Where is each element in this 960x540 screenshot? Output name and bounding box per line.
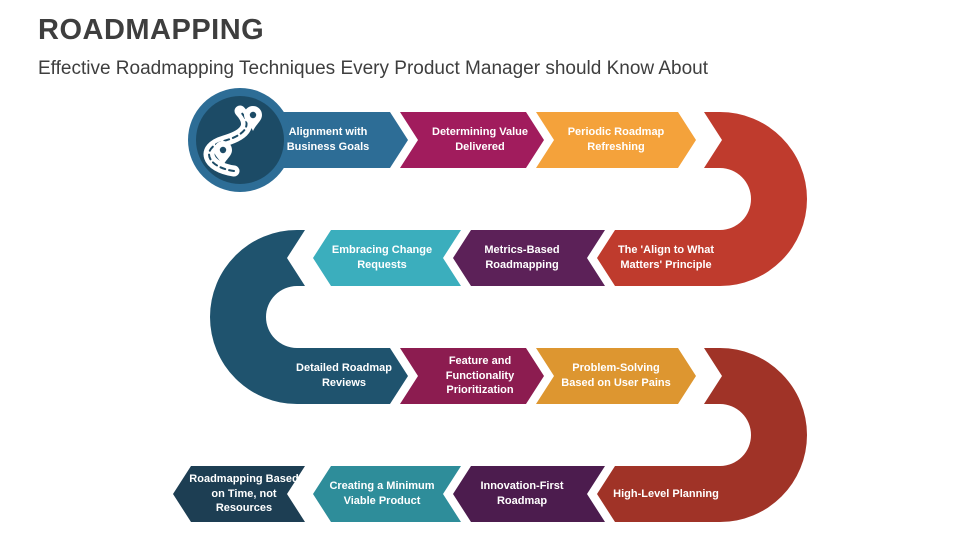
step-chevron-1	[262, 112, 408, 168]
page-title: ROADMAPPING	[38, 14, 265, 46]
page-subtitle: Effective Roadmapping Techniques Every P…	[38, 58, 708, 79]
curve-step-7	[210, 230, 408, 404]
step-chevron-12	[313, 466, 461, 522]
road-dash-line	[208, 110, 248, 172]
map-pin-hole	[219, 146, 227, 154]
step-chevron-13	[173, 466, 305, 522]
map-pin-icon	[214, 141, 232, 166]
step-chevron-3	[536, 112, 696, 168]
step-chevron-9	[536, 348, 696, 404]
step-chevron-11	[453, 466, 605, 522]
map-pin-icon	[244, 106, 262, 131]
map-pin-hole	[249, 111, 257, 119]
step-chevron-6	[313, 230, 461, 286]
curve-step-10	[597, 348, 807, 522]
step-chevron-5	[453, 230, 605, 286]
roadmap-icon	[203, 105, 262, 177]
curve-step-4	[597, 112, 807, 286]
step-chevron-2	[400, 112, 544, 168]
step-chevron-8	[400, 348, 544, 404]
